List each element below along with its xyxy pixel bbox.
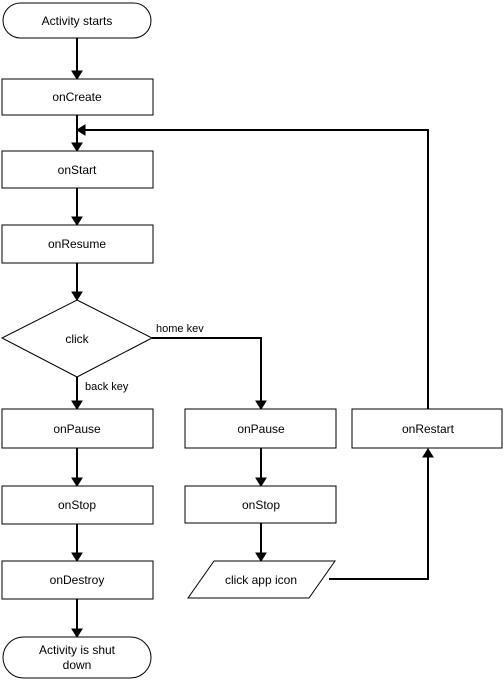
process-shape	[1, 150, 154, 189]
node-oncreate: onCreate	[1, 78, 154, 116]
terminator-shape	[2, 636, 152, 679]
node-label-activity-starts: Activity starts	[42, 14, 113, 28]
node-label-onresume: onResume	[48, 237, 106, 251]
process-shape	[1, 224, 154, 264]
node-onresume: onResume	[1, 224, 154, 264]
arrowhead-click-app-icon	[255, 552, 267, 562]
arrowhead-onpause-back	[71, 400, 83, 410]
node-label-onstart: onStart	[58, 163, 97, 177]
arrowhead-onstop-back	[71, 477, 83, 487]
edges	[71, 38, 434, 638]
arrowhead-onrestart	[422, 448, 434, 458]
node-label-onstop-home: onStop	[242, 498, 280, 512]
node-click-app-icon: click app icon	[187, 560, 336, 599]
arrowhead-ondestroy	[71, 552, 83, 562]
edge-label-home-key: home kev	[156, 323, 204, 335]
node-label-ondestroy: onDestroy	[50, 573, 105, 587]
node-activity-shut-down: Activity is shut down	[2, 636, 152, 679]
node-label-onstop-back: onStop	[58, 498, 96, 512]
node-activity-starts: Activity starts	[2, 2, 152, 39]
node-label-shut-down-line1: Activity is shut	[39, 643, 116, 657]
process-shape	[184, 408, 337, 449]
node-label-click-app-icon: click app icon	[225, 573, 297, 587]
node-label-click: click	[65, 332, 89, 346]
terminator-shape	[2, 2, 152, 39]
node-label-onpause-home: onPause	[237, 422, 285, 436]
node-ondestroy: onDestroy	[1, 560, 154, 600]
edge-labels: home kev back key	[85, 323, 204, 393]
process-shape	[1, 408, 154, 449]
process-shape	[1, 560, 154, 600]
edge-click-app-icon-to-onrestart	[329, 456, 429, 580]
edge-onrestart-to-onstart	[84, 129, 429, 409]
node-onstop-back: onStop	[1, 485, 154, 525]
node-onpause-home: onPause	[184, 408, 337, 449]
node-label-shut-down-line2: down	[63, 658, 92, 672]
node-onpause-back: onPause	[1, 408, 154, 449]
edge-click-to-onpause-home	[152, 337, 262, 402]
arrowhead-onstop-home	[255, 477, 267, 487]
process-shape	[1, 485, 154, 525]
edge-label-back-key: back key	[85, 381, 129, 393]
process-shape	[1, 78, 154, 116]
node-onrestart: onRestart	[351, 408, 503, 449]
arrowhead-onresume	[71, 216, 83, 226]
arrowhead-click	[71, 291, 83, 301]
decision-shape	[0, 299, 154, 378]
io-shape	[187, 560, 336, 599]
arrowhead-onpause-home	[255, 400, 267, 410]
arrowhead-shutdown	[71, 628, 83, 638]
node-onstop-home: onStop	[184, 485, 337, 524]
arrowhead-onstart-loop	[76, 124, 86, 136]
process-shape	[184, 485, 337, 524]
arrowhead-onstart	[71, 142, 83, 152]
node-label-onpause-back: onPause	[53, 422, 101, 436]
node-label-oncreate: onCreate	[52, 90, 102, 104]
node-click-decision: click	[0, 299, 154, 378]
process-shape	[351, 408, 503, 449]
arrowhead-oncreate	[71, 70, 83, 80]
node-onstart: onStart	[1, 150, 154, 189]
node-label-onrestart: onRestart	[402, 422, 455, 436]
